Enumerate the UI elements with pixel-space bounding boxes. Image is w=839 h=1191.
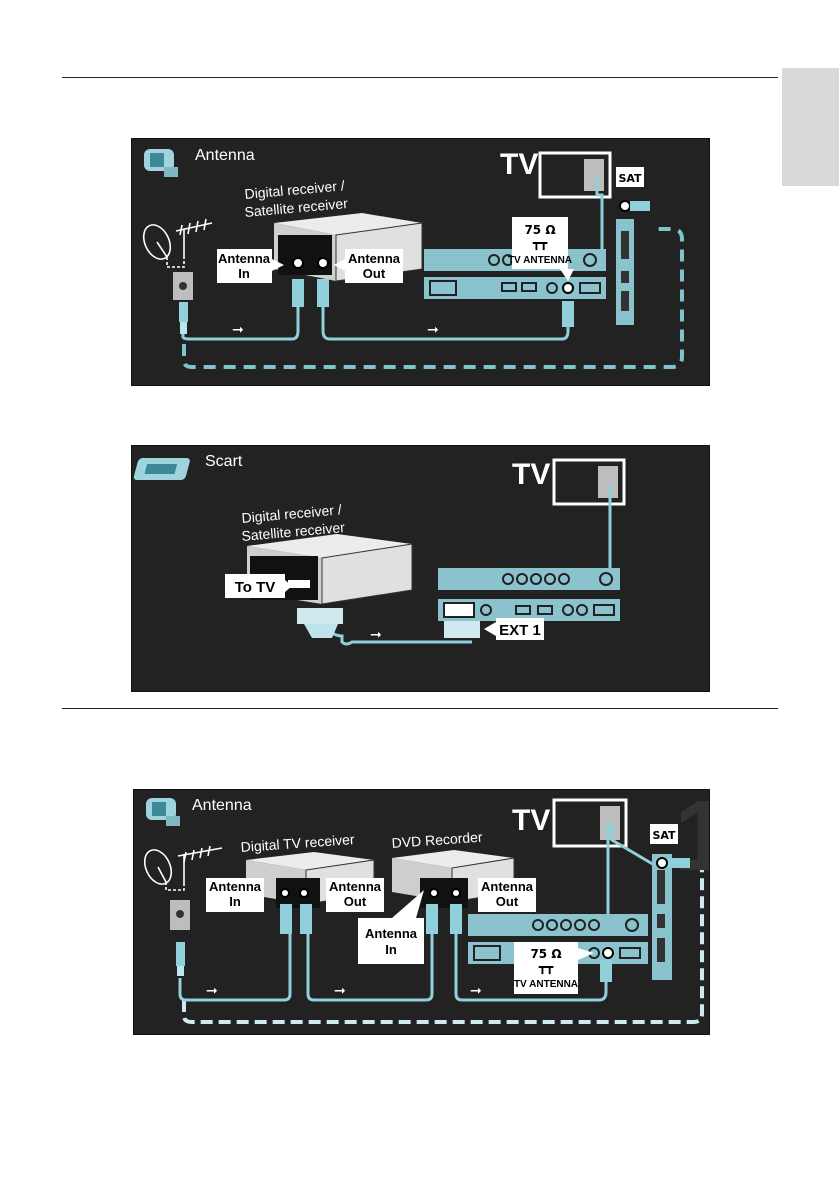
sat-label: SAT — [618, 172, 642, 185]
section-heading: Antenna — [192, 797, 252, 814]
arrow-icon: ➞ — [206, 983, 218, 999]
ohm-label: 75 Ω — [524, 223, 555, 237]
dish-aerial-icon — [142, 218, 213, 268]
top-rule — [62, 77, 778, 78]
section-heading: Scart — [205, 453, 243, 470]
satellite-cable — [182, 862, 704, 1024]
tv-label: TV — [512, 804, 550, 837]
arrow-icon: ➞ — [370, 627, 382, 643]
antenna-out-label-2: Out — [363, 266, 386, 281]
antenna-in-label: Antenna — [218, 251, 271, 266]
tv-label: TV — [500, 148, 538, 181]
antenna-out-label: Antenna — [348, 251, 401, 266]
arrow-icon: ➞ — [334, 983, 346, 999]
plug — [179, 302, 188, 334]
antenna-out-label: Antenna — [329, 879, 382, 894]
tv-icon — [538, 151, 612, 199]
antenna-in-label-box — [217, 249, 272, 283]
recorder-out-label: Antenna — [481, 879, 534, 894]
antenna-in-label-box — [206, 878, 264, 912]
receiver-label: Digital TV receiver — [240, 831, 355, 855]
recorder-in-label-2: In — [385, 942, 397, 957]
satellite-cable — [182, 227, 684, 369]
recorder-in-label-box — [358, 918, 424, 964]
ext-label: EXT 1 — [499, 622, 541, 639]
to-tv-label: To TV — [235, 579, 276, 596]
tv-icon — [552, 798, 628, 848]
tv-antenna-label-box — [512, 217, 568, 269]
dish-aerial-icon — [143, 845, 223, 891]
recorder-out-label-2: Out — [496, 894, 519, 909]
section-heading: Antenna — [195, 147, 255, 164]
to-tv-label-box — [225, 574, 285, 598]
svg-text:┳┳: ┳┳ — [533, 236, 548, 251]
antenna-in-label-2: In — [229, 894, 241, 909]
scart-diagram: Scart Digital receiver / Satellite recei… — [131, 445, 710, 692]
arrow-icon: ➞ — [232, 322, 244, 338]
tv-antenna-label-box — [514, 942, 578, 994]
middle-rule — [62, 708, 778, 709]
antenna-diagram: Antenna ➞ ➞ Digital receiver / Satellite… — [131, 138, 710, 386]
antenna-in-label: Antenna — [209, 879, 262, 894]
ext-label-box — [496, 618, 544, 640]
tv-side-panel — [652, 854, 690, 980]
antenna-icon — [146, 798, 180, 826]
tv-connector-panel — [438, 568, 620, 621]
recorder-in-label: Antenna — [365, 926, 418, 941]
tv-antenna-label: TV ANTENNA — [514, 979, 578, 990]
recorder-label: DVD Recorder — [391, 829, 483, 851]
chapter-tab — [782, 68, 839, 186]
antenna-in-label-2: In — [238, 266, 250, 281]
antenna-icon — [144, 149, 178, 177]
arrow-icon: ➞ — [427, 322, 439, 338]
tv-antenna-label: TV ANTENNA — [508, 255, 572, 266]
antenna-out-label-box — [345, 249, 403, 283]
tv-label: TV — [512, 458, 550, 491]
recorder-out-label-box — [478, 878, 536, 912]
chapter-number: 1 — [674, 790, 709, 892]
scart-plug — [297, 608, 343, 624]
sat-label: SAT — [652, 829, 676, 842]
sat-label-box — [650, 824, 678, 844]
arrow-icon: ➞ — [470, 983, 482, 999]
scart-icon — [133, 458, 190, 480]
antenna-out-label-2: Out — [344, 894, 367, 909]
ohm-label: 75 Ω — [530, 947, 561, 961]
sat-label-box — [616, 167, 644, 187]
tv-icon — [552, 458, 626, 506]
svg-text:┳┳: ┳┳ — [539, 960, 554, 975]
antenna-out-label-box — [326, 878, 384, 912]
tv-side-panel — [616, 200, 650, 325]
scart-plug — [444, 618, 480, 638]
recorder-diagram: 1 Antenna ➞ ➞ ➞ Digital TV receiver Ante… — [133, 789, 710, 1035]
